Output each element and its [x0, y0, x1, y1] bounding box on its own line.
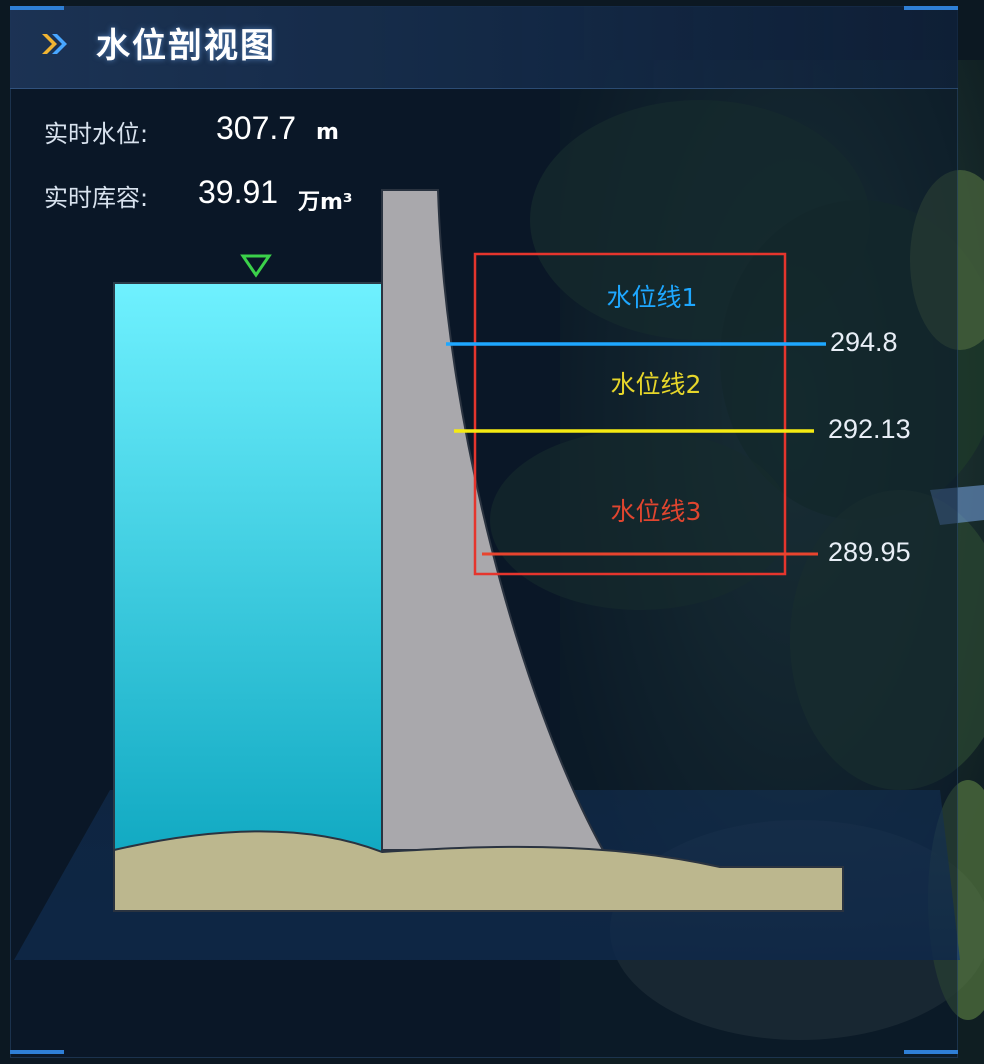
water-line-2-value: 292.13: [828, 414, 911, 444]
water-lines-highlight-box: [473, 252, 787, 576]
water-line-3-value: 289.95: [828, 537, 911, 567]
capacity-unit: 万m³: [298, 190, 353, 215]
panel-header: [10, 6, 958, 89]
corner-accent-top-left: [10, 6, 64, 10]
corner-accent-top-right: [904, 6, 958, 10]
water-line-3-label: 水位线3: [611, 497, 702, 526]
water-level-label: 实时水位:: [44, 120, 149, 148]
water-level-marker-icon: [240, 254, 272, 278]
corner-accent-bottom-left: [10, 1050, 64, 1054]
capacity-label: 实时库容:: [44, 184, 149, 212]
chevron-right-icon: [42, 34, 67, 54]
water-level-value: 307.7: [216, 110, 297, 146]
ground-foundation: [113, 830, 844, 912]
capacity-value: 39.91: [198, 174, 279, 210]
water-line-1-value: 294.8: [830, 327, 898, 357]
reservoir-water: [113, 282, 383, 856]
water-line-2-label: 水位线2: [611, 370, 702, 399]
water-level-unit: m: [316, 120, 339, 145]
water-line-1-label: 水位线1: [607, 283, 698, 312]
dam-body: [381, 189, 605, 851]
panel-title: 水位剖视图: [96, 26, 276, 66]
corner-accent-bottom-right: [904, 1050, 958, 1054]
